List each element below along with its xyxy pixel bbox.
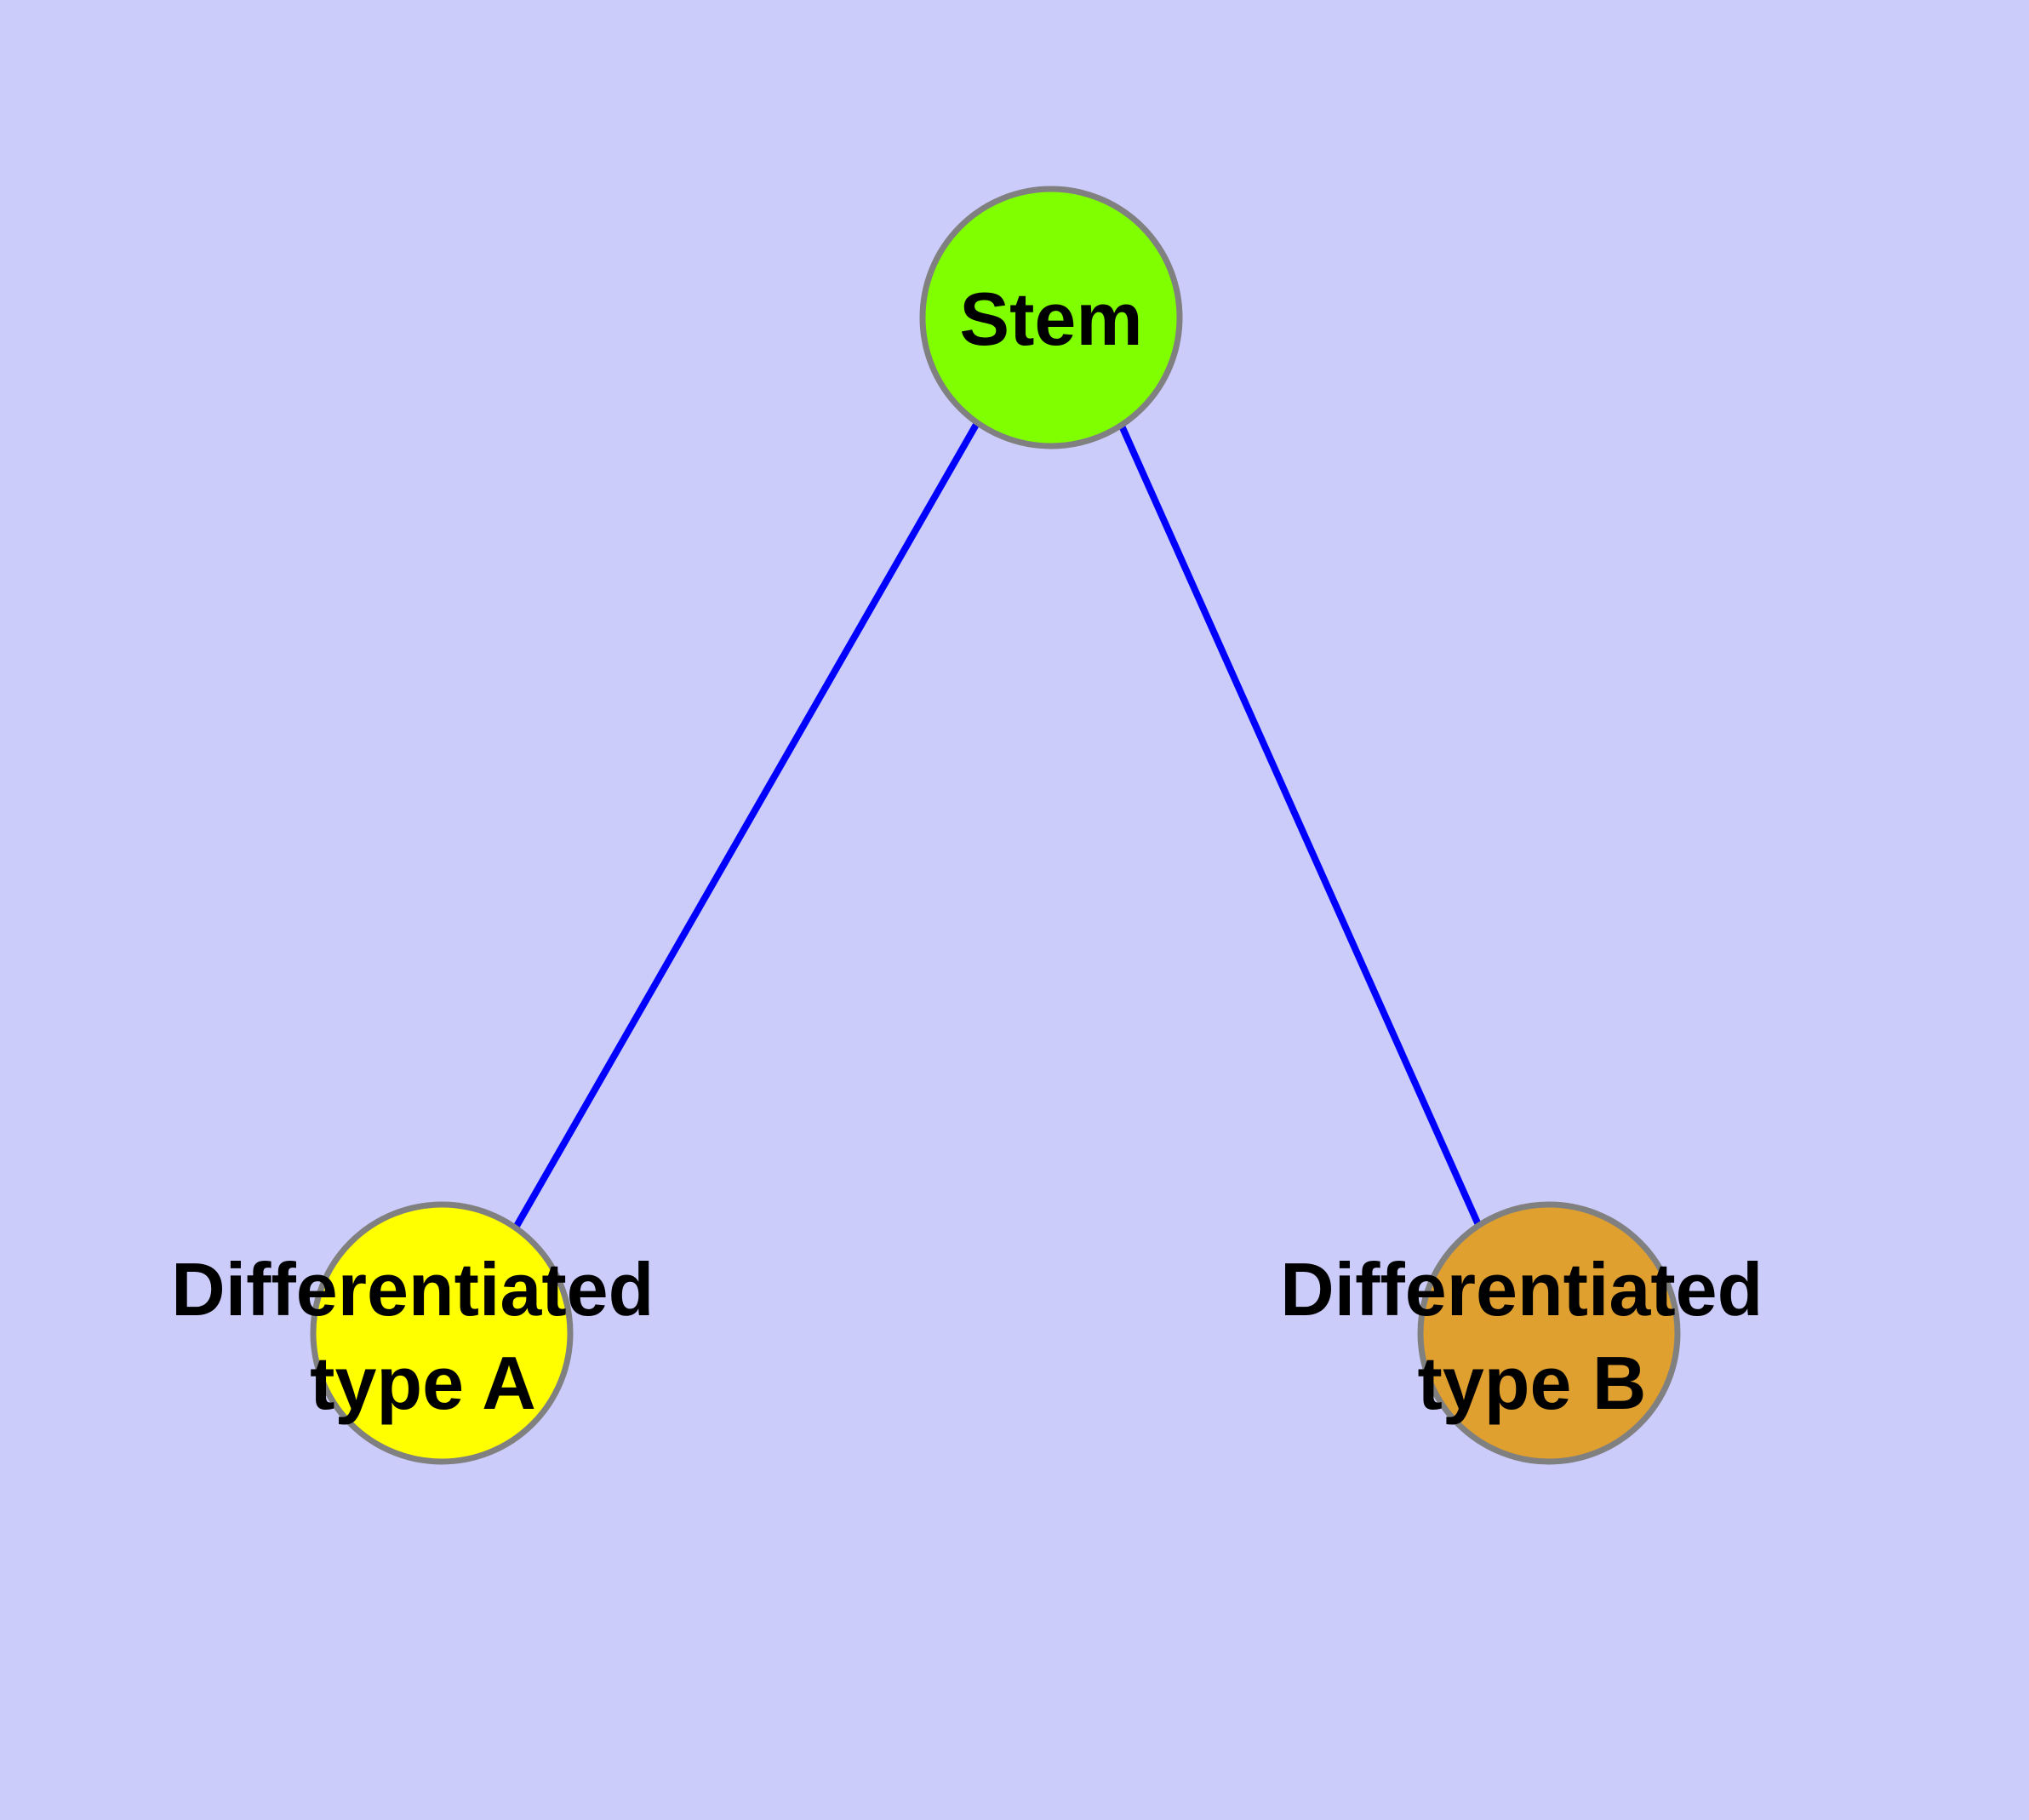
node-label-diff-a-line-2: type A: [310, 1341, 536, 1425]
node-label-diff-b-line-2: type B: [1418, 1341, 1647, 1425]
node-stem[interactable]: [919, 186, 1183, 449]
label-layer: Stem Differentiated type A Differentiate…: [171, 277, 1784, 1425]
edge-stem-to-diff-b[interactable]: [1117, 422, 1483, 1228]
node-label-diff-a-line-1: Differentiated: [171, 1247, 654, 1331]
node-label-stem: Stem: [959, 277, 1142, 361]
node-diff-a[interactable]: [310, 1201, 574, 1465]
node-diff-b[interactable]: [1417, 1201, 1681, 1465]
node-label-diff-b: Differentiated type B: [1280, 1247, 1784, 1425]
edge-stem-to-diff-a[interactable]: [512, 421, 980, 1229]
node-label-diff-a: Differentiated type A: [171, 1247, 675, 1425]
node-label-diff-b-line-1: Differentiated: [1280, 1247, 1763, 1331]
edge-layer: [512, 421, 1483, 1229]
node-layer: [310, 186, 1681, 1465]
